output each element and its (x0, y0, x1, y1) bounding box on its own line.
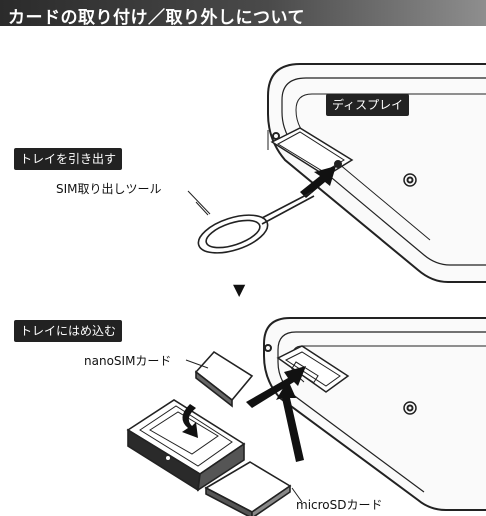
step-insert-tray-label: トレイにはめ込む (14, 320, 123, 342)
section-title: カードの取り付け／取り外しについて (8, 8, 305, 28)
illustration (126, 63, 486, 516)
display-label: ディスプレイ (326, 94, 410, 116)
callout-lines (185, 190, 303, 503)
phone-bottom-illustration (263, 317, 486, 511)
step-pull-out-tray-label: トレイを引き出す (14, 148, 123, 170)
phone-top-illustration (267, 63, 486, 283)
insert-arrow-tray (246, 366, 306, 408)
microsd-callout: microSDカード (296, 498, 383, 512)
place-arrow-nanosim (182, 404, 198, 438)
sim-tool-drawing (195, 191, 315, 254)
card-tray-drawing (126, 399, 246, 492)
microsd-card-drawing (204, 461, 292, 516)
insert-arrow-top (300, 166, 336, 198)
insert-arrow-microsd (276, 380, 304, 462)
sim-tool-callout: SIM取り出しツール (56, 182, 162, 196)
next-step-arrow: ▼ (233, 280, 246, 299)
section-header: カードの取り付け／取り外しについて (0, 0, 486, 28)
nanosim-callout: nanoSIMカード (84, 354, 172, 368)
nanosim-card-drawing (194, 350, 254, 408)
